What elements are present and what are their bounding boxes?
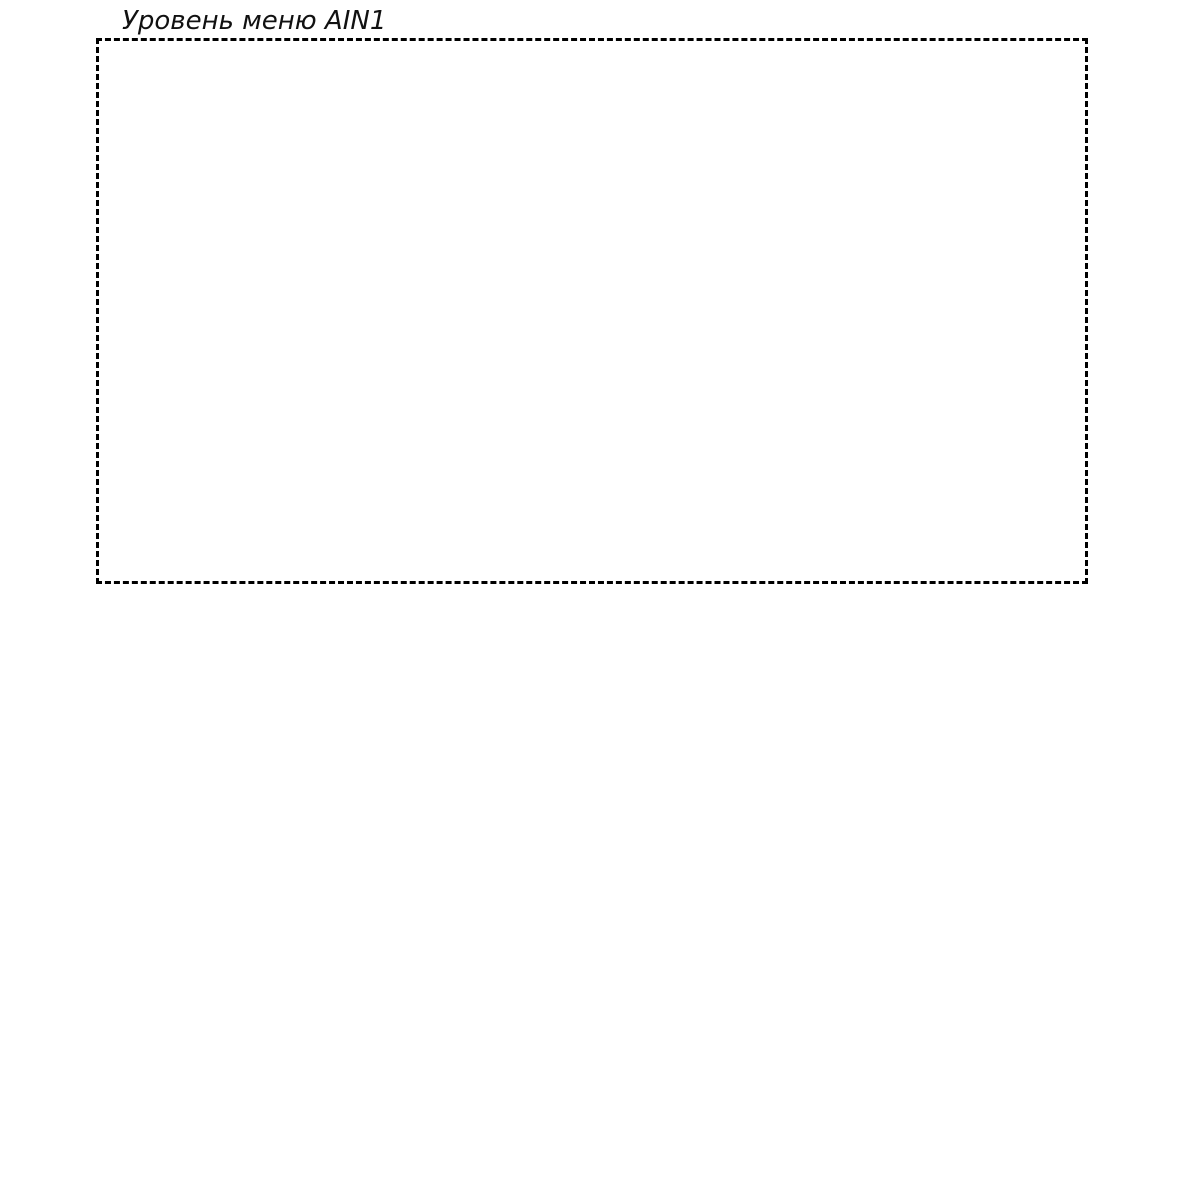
menu-level-ain1: Уровень меню AIN1 — [96, 6, 1088, 584]
menu-level-title: Уровень меню AIN1 — [122, 6, 387, 36]
menu-level-frame — [96, 38, 1088, 584]
